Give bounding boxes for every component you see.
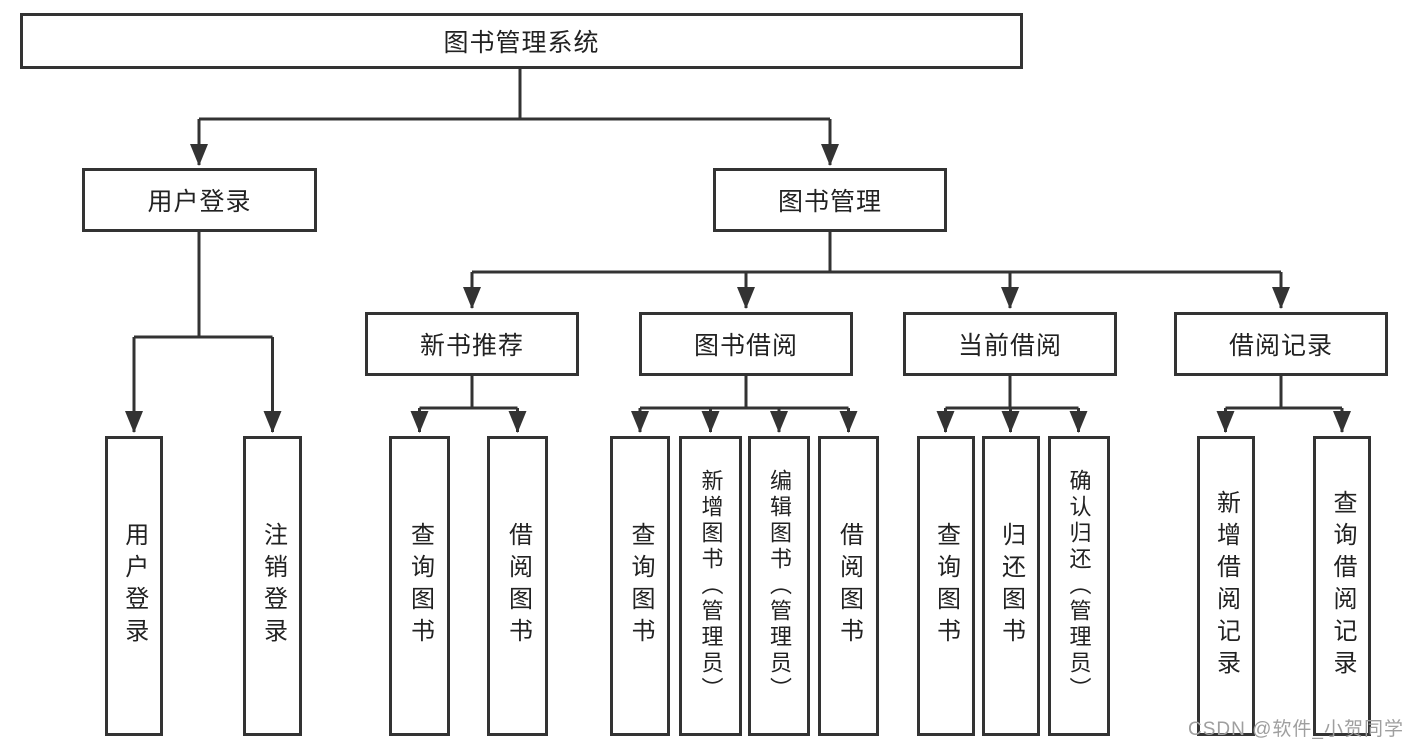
node-borrowing-records: 借阅记录: [1174, 312, 1388, 376]
connector-userlogin-bracket: [134, 232, 273, 339]
node-leaf-borrow-add-books-admin: 新增图书（管理员）: [679, 436, 742, 736]
node-book-management: 图书管理: [713, 168, 947, 232]
node-leaf-newbook-borrow-books: 借阅图书: [487, 436, 548, 736]
node-label: 查询图书: [627, 522, 654, 650]
connector-newbook-bracket: [419, 376, 518, 410]
node-leaf-records-query-record: 查询借阅记录: [1313, 436, 1371, 736]
node-leaf-records-add-record: 新增借阅记录: [1196, 436, 1255, 736]
node-leaf-logout: 注销登录: [243, 436, 302, 736]
node-label: 当前借阅: [957, 332, 1062, 360]
connector-current-bracket: [945, 376, 1079, 410]
node-label: 图书借阅: [693, 332, 798, 360]
connector-bookmgmt-bracket: [472, 232, 1281, 274]
node-leaf-borrow-edit-books-admin: 编辑图书（管理员）: [748, 436, 810, 736]
connector-root-bracket: [199, 69, 830, 121]
node-label: 用户登录: [147, 188, 252, 216]
node-label: 注销登录: [259, 522, 287, 650]
node-root: 图书管理系统: [20, 13, 1023, 69]
node-label: 编辑图书（管理员）: [767, 469, 792, 703]
node-leaf-current-return-books: 归还图书: [981, 436, 1040, 736]
node-leaf-borrow-query-books: 查询图书: [610, 436, 670, 736]
node-label: 图书管理: [777, 188, 882, 216]
node-label: 查询图书: [406, 522, 434, 650]
node-label: 图书管理系统: [443, 29, 600, 57]
node-leaf-current-confirm-return-admin: 确认归还（管理员）: [1047, 436, 1110, 736]
node-label: 新增图书（管理员）: [698, 469, 724, 703]
node-label: 确认归还（管理员）: [1066, 469, 1092, 703]
connector-records-bracket: [1225, 376, 1342, 410]
node-label: 借阅记录: [1228, 332, 1333, 360]
watermark: CSDN @软件_小贺同学: [1188, 719, 1404, 740]
node-label: 新书推荐: [419, 332, 524, 360]
node-label: 借阅图书: [504, 522, 532, 650]
node-user-login: 用户登录: [82, 168, 317, 232]
node-label: 借阅图书: [835, 522, 863, 650]
node-new-book-recommendation: 新书推荐: [365, 312, 579, 376]
node-leaf-current-query-books: 查询图书: [916, 436, 975, 736]
node-label: 查询借阅记录: [1329, 490, 1356, 682]
connector-borrow-bracket: [640, 376, 849, 410]
node-leaf-borrow-borrow-books: 借阅图书: [818, 436, 879, 736]
node-book-borrowing: 图书借阅: [639, 312, 853, 376]
node-label: 新增借阅记录: [1212, 490, 1240, 682]
node-label: 查询图书: [932, 522, 960, 650]
node-label: 归还图书: [997, 522, 1025, 650]
node-leaf-user-login: 用户登录: [104, 436, 163, 736]
node-current-borrowing: 当前借阅: [903, 312, 1117, 376]
node-leaf-newbook-query-books: 查询图书: [389, 436, 450, 736]
node-label: 用户登录: [120, 522, 148, 650]
